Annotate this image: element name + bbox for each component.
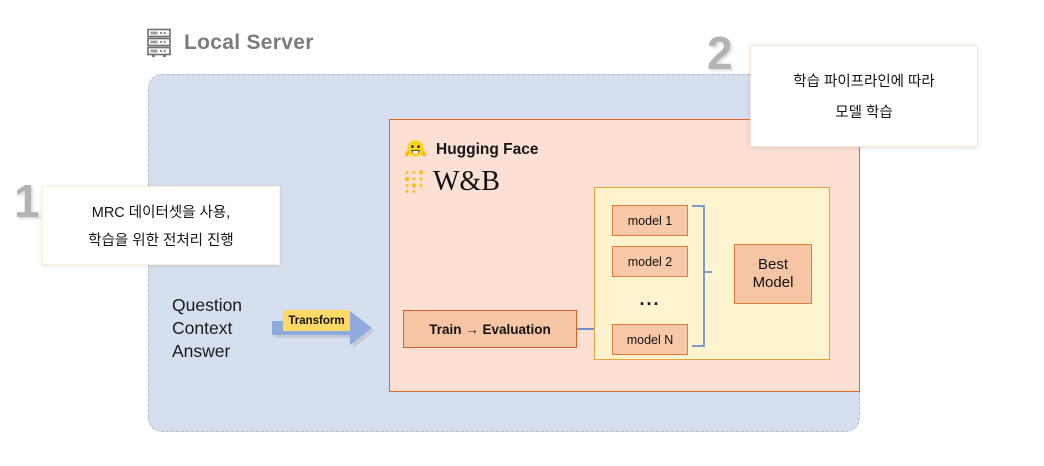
page-title: Local Server bbox=[184, 31, 314, 54]
model-box-n: model N bbox=[612, 324, 688, 355]
input-data-labels: Question Context Answer bbox=[172, 294, 242, 363]
hugging-face-brand: Hugging Face bbox=[404, 138, 538, 161]
weights-and-biases-dots-icon bbox=[404, 170, 424, 193]
model-ellipsis: ... bbox=[639, 288, 661, 309]
server-rack-icon bbox=[147, 28, 171, 57]
step-badge-2: 2 bbox=[707, 27, 733, 79]
models-panel: model 1 model 2 ... model N Best Model bbox=[594, 187, 830, 360]
input-line-context: Context bbox=[172, 318, 233, 339]
callout-1-line-1: MRC 데이터셋을 사용, bbox=[91, 205, 231, 221]
local-server-header: Local Server bbox=[146, 28, 314, 58]
model-box-2: model 2 bbox=[612, 246, 688, 277]
input-line-question: Question bbox=[172, 295, 243, 315]
model-box-1: model 1 bbox=[612, 205, 688, 236]
curly-brace-icon bbox=[692, 205, 712, 347]
train-evaluation-box: Train → Evaluation bbox=[403, 310, 577, 348]
callout-1-line-2: 학습을 위한 전처리 진행 bbox=[88, 233, 234, 249]
input-line-answer: Answer bbox=[172, 341, 231, 362]
callout-2-line-1: 학습 파이프라인에 따라 bbox=[793, 74, 935, 90]
best-model-box: Best Model bbox=[734, 244, 812, 304]
callout-box-2: 학습 파이프라인에 따라 모델 학습 bbox=[750, 45, 978, 147]
wandb-brand: W&B bbox=[404, 168, 500, 196]
best-model-line-1: Best bbox=[757, 256, 788, 274]
hugging-face-label: Hugging Face bbox=[436, 140, 539, 158]
hugging-face-icon bbox=[405, 140, 426, 157]
transform-label: Transform bbox=[283, 310, 350, 331]
step-badge-1: 1 bbox=[14, 175, 40, 227]
callout-box-1: MRC 데이터셋을 사용, 학습을 위한 전처리 진행 bbox=[42, 186, 280, 265]
wandb-label: W&B bbox=[433, 166, 500, 197]
callout-2-line-2: 모델 학습 bbox=[835, 105, 893, 121]
best-model-line-2: Model bbox=[752, 274, 794, 291]
